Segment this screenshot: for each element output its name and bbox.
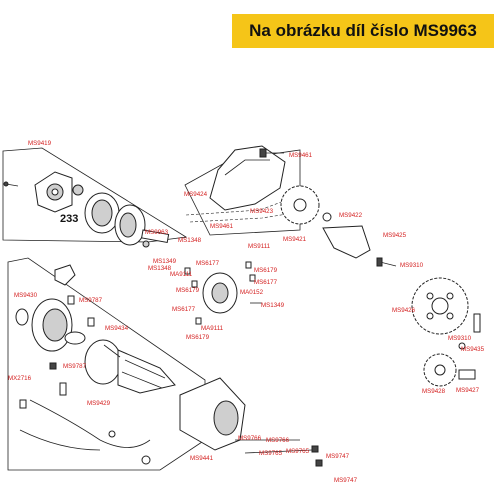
label-ms6179-middle: MS6179 [176, 287, 200, 294]
diagram-reference-number: 233 [60, 213, 78, 225]
label-ms9435: MS9435 [461, 346, 485, 353]
motor-end-cap-part [31, 298, 73, 352]
chain-cover-part [322, 225, 371, 259]
large-sprocket-part [411, 277, 469, 335]
chain-bolt-part [259, 148, 284, 158]
clutch-cover-part [34, 171, 73, 213]
motor-gasket-part [84, 339, 122, 385]
motor-nut-part [311, 445, 323, 467]
motor-long-bolt-part [235, 439, 313, 454]
label-ms9747-lower: MS9747 [334, 477, 358, 484]
label-ms1348-lower: MS1348 [148, 265, 172, 272]
label-ms9421: MS9421 [283, 236, 307, 243]
spring-parts [184, 261, 256, 325]
banner-text: Na obrázku díl číslo MS9963 [249, 21, 477, 40]
chain-guide-part [209, 145, 286, 211]
label-ms9766-right: MS9766 [266, 437, 290, 444]
label-ms9310-lower: MS9310 [448, 335, 472, 342]
label-ms9429: MS9429 [87, 400, 111, 407]
label-ms6179-lower: MS6179 [186, 334, 210, 341]
part-number-banner: Na obrázku díl číslo MS9963 [232, 14, 494, 48]
sprocket-washer-part [458, 342, 466, 350]
label-ma0152: MA0152 [240, 289, 264, 296]
label-ms9787-upper: MS9787 [79, 297, 103, 304]
armature-shaft-part [103, 344, 121, 358]
label-ms9424: MS9424 [184, 191, 208, 198]
washer-part [322, 212, 332, 222]
clutch-housing-part [114, 204, 146, 246]
starter-drive-part [202, 272, 238, 314]
brush-plate-part [67, 295, 95, 327]
label-ms9419: MS9419 [28, 140, 52, 147]
label-ms9765-left: MS9765 [259, 450, 283, 457]
clutch-gear-part [72, 184, 84, 196]
label-ma9111-left: MA9111 [170, 271, 193, 278]
label-ma9111-lower: MA9111 [201, 325, 224, 332]
label-ms9787-lower: MS9787 [63, 363, 87, 370]
label-ms6177-upper: MS6177 [196, 260, 220, 267]
oring-part [15, 308, 29, 326]
wire-harness-part [19, 382, 151, 465]
label-ms9430: MS9430 [14, 292, 38, 299]
cover-bolt-part [376, 257, 397, 267]
label-ms9427: MS9427 [456, 387, 480, 394]
clutch-bolt-part [3, 181, 19, 187]
motor-small-bolt-part [49, 362, 57, 370]
sprocket-pin-part [473, 313, 481, 333]
small-sprocket-part [280, 185, 320, 225]
brush-holder-part [54, 264, 76, 286]
spacer-part [458, 369, 476, 380]
label-mx2716: MX2716 [8, 375, 32, 382]
starter-shaft-part [141, 229, 170, 248]
label-ms9422: MS9422 [339, 212, 363, 219]
armature-part [117, 349, 176, 394]
label-ms9434: MS9434 [105, 325, 129, 332]
label-ms9426: MS9426 [392, 307, 416, 314]
motor-housing-part [179, 377, 246, 451]
label-ms9441: MS9441 [190, 455, 214, 462]
label-ms9310-upper: MS9310 [400, 262, 424, 269]
label-ms6177-right: MS6177 [254, 279, 278, 286]
label-ms1348-upper: MS1348 [178, 237, 202, 244]
label-ms9765-right: MS9765 [286, 448, 310, 455]
label-ms9425: MS9425 [383, 232, 407, 239]
label-ms6177-lower: MS6177 [172, 306, 196, 313]
label-ms9766-left: MS9766 [238, 435, 262, 442]
label-ms9428: MS9428 [422, 388, 446, 395]
label-ms9461-bottom: MS9461 [210, 223, 234, 230]
label-ms1349-right: MS1349 [261, 302, 285, 309]
terminal-part [64, 331, 86, 345]
label-ms9963: MS9963 [145, 229, 169, 236]
label-ms9747-upper: MS9747 [326, 453, 350, 460]
label-ms6179-right: MS6179 [254, 267, 278, 274]
label-ms9111: MS9111 [248, 243, 271, 250]
gear-part [423, 353, 457, 387]
clutch-drum-part [84, 192, 120, 234]
label-ms9423: MS9423 [250, 208, 274, 215]
label-ms1349-upper: MS1349 [153, 258, 177, 265]
label-ms9461-top: MS9461 [289, 152, 313, 159]
